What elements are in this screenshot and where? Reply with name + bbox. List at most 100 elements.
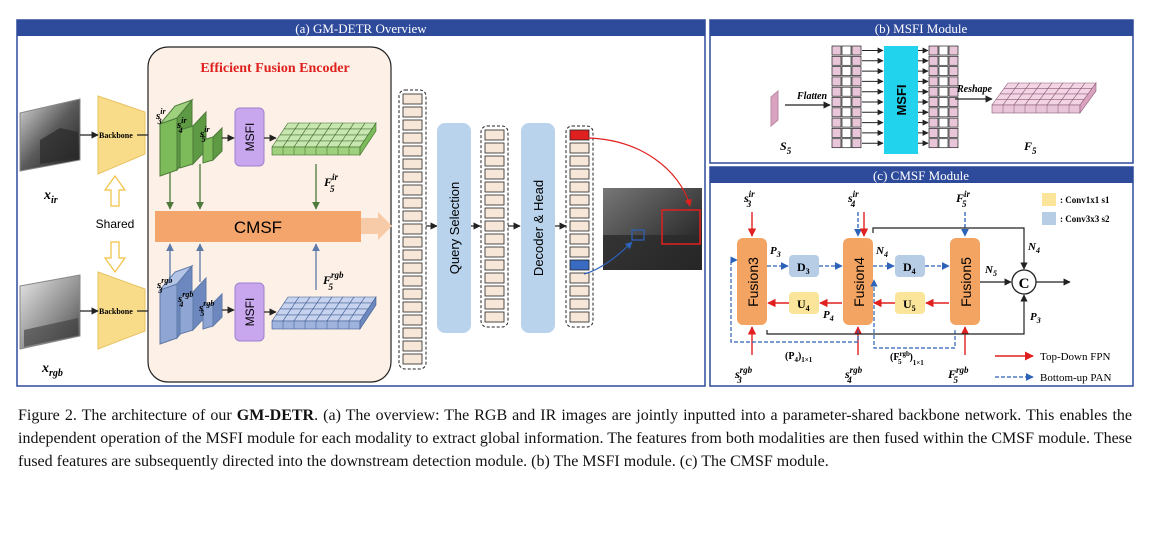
token	[402, 262, 423, 274]
ir-input-image	[19, 98, 81, 172]
token-cell	[928, 55, 939, 66]
legend-conv3-label: : Conv3x3 s2	[1060, 214, 1110, 224]
token-cell	[851, 97, 862, 107]
u5-label: U5	[903, 297, 916, 313]
shared-arrows	[103, 174, 127, 274]
token	[484, 155, 505, 167]
token	[402, 145, 423, 157]
token-cell	[851, 55, 862, 66]
token-cell	[851, 86, 862, 97]
token-cell	[948, 66, 959, 76]
detection-box-red	[661, 209, 701, 245]
panel-overview: (a) GM-DETR Overview xir xrgb Backbone B…	[16, 19, 706, 387]
token	[569, 155, 590, 167]
token	[484, 233, 505, 245]
u5-block	[895, 292, 925, 314]
token	[402, 197, 423, 209]
token-cell	[831, 107, 842, 118]
token	[402, 288, 423, 300]
token	[484, 194, 505, 206]
token	[569, 129, 590, 141]
output-token-matrix	[928, 45, 959, 149]
token	[402, 132, 423, 144]
token-cell	[938, 86, 949, 97]
token	[569, 168, 590, 180]
token	[569, 298, 590, 310]
token	[402, 275, 423, 287]
grid-side	[1079, 82, 1097, 114]
token-cell	[938, 128, 949, 138]
backbone-rgb-label: Backbone	[99, 307, 133, 316]
token-cell	[948, 138, 959, 149]
panel-a-header	[17, 20, 705, 36]
token-cell	[831, 138, 842, 149]
token-cell	[928, 97, 939, 107]
token	[569, 259, 590, 271]
fusion5-label: Fusion5	[958, 257, 974, 307]
token	[569, 272, 590, 284]
legend-conv1-label: : Conv1x1 s1	[1060, 195, 1110, 205]
input-token-arrows	[862, 47, 884, 147]
shared-label: Shared	[96, 217, 135, 231]
token-cell	[841, 76, 852, 87]
detection-output-image	[603, 188, 702, 270]
token	[402, 301, 423, 313]
token	[402, 184, 423, 196]
msfi-ir-label: MSFI	[243, 123, 257, 152]
detection-box-blue	[631, 229, 645, 241]
legend-topdown-label: Top-Down FPN	[1040, 351, 1110, 363]
token-cell	[938, 117, 949, 128]
token-cell	[851, 138, 862, 149]
n4-label-mid: N4	[875, 245, 888, 259]
token-column-frame	[398, 89, 427, 370]
fusion3-label: Fusion3	[745, 257, 761, 307]
fusion3-block	[737, 238, 767, 325]
legend-bottomup-label: Bottom-up PAN	[1040, 372, 1111, 384]
token-cell	[831, 117, 842, 128]
token-cell	[851, 117, 862, 128]
token-cell	[851, 76, 862, 87]
token	[402, 106, 423, 118]
s5-label: S5	[780, 139, 792, 156]
legend-conv1-swatch	[1042, 193, 1056, 206]
token-cell	[851, 128, 862, 138]
fusion4-block	[843, 238, 873, 325]
token-cell	[928, 117, 939, 128]
token-column-frame	[480, 125, 509, 328]
token	[484, 259, 505, 271]
token-cell	[841, 117, 852, 128]
token	[484, 298, 505, 310]
decoder-head-box	[521, 123, 555, 333]
token-cell	[938, 107, 949, 118]
ir-feature-maps	[158, 98, 223, 177]
p3-label-out: P3	[1030, 311, 1041, 325]
token	[484, 207, 505, 219]
encoder-title: Efficient Fusion Encoder	[200, 61, 349, 76]
p4-label-mid: P4	[823, 309, 834, 323]
panel-cmsf-module: (c) CMSF Module : Conv1x1 s1 : Conv3x3 s…	[709, 166, 1134, 387]
token-cell	[928, 86, 939, 97]
token	[402, 236, 423, 248]
token-cell	[831, 128, 842, 138]
token	[484, 311, 505, 323]
p4-1x1-label: (P4)1×1	[785, 351, 813, 364]
prediction-token-column	[565, 125, 594, 328]
grid-side	[359, 296, 377, 330]
token-cell	[928, 138, 939, 149]
f5-output-grid	[991, 82, 1097, 114]
cmsf-box	[155, 211, 361, 242]
query-selection-label: Query Selection	[447, 182, 462, 275]
token	[402, 340, 423, 352]
d3-block	[789, 255, 819, 277]
fusion4-label: Fusion4	[851, 257, 867, 307]
token-cell	[948, 76, 959, 87]
decoder-head-label: Decoder & Head	[531, 180, 546, 276]
u4-block	[789, 292, 819, 314]
